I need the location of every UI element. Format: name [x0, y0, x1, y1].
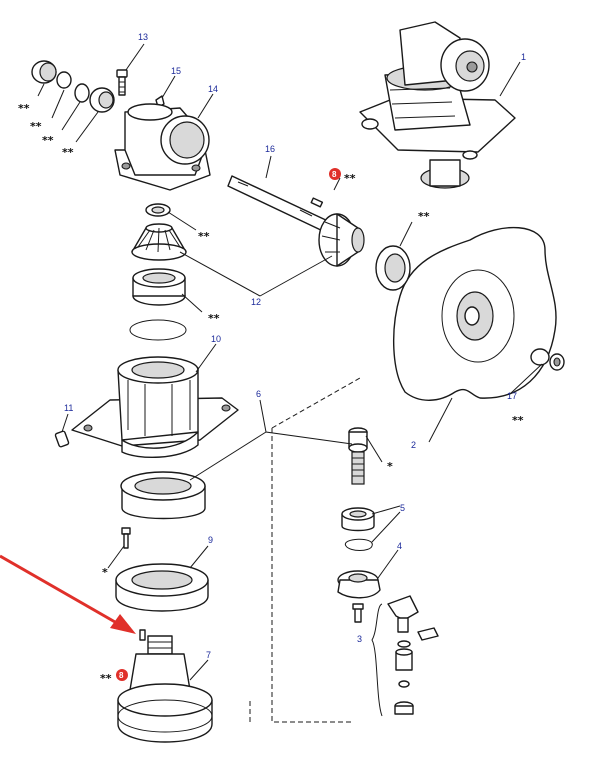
o-ring: [129, 319, 187, 341]
callout-7: 7: [206, 650, 211, 660]
part-3-safety-device: [371, 595, 439, 717]
part-2-cutter-disc: [393, 226, 557, 401]
mark-double: **: [512, 414, 524, 427]
asterisk-marks: ** ** ** ** ** ** ** ** ** ** * *: [18, 102, 524, 685]
leader-lines: [37, 43, 543, 681]
part-7-hub: [117, 635, 213, 743]
mark-single: *: [387, 460, 393, 473]
mark-double: **: [344, 172, 356, 185]
badge-8-lower: 8: [119, 671, 124, 680]
bolt-left-star: [121, 527, 131, 549]
part-13-bolt: [116, 69, 128, 96]
highlight-badge-upper: 8: [329, 168, 341, 180]
callout-15: 15: [171, 66, 181, 76]
callout-1: 1: [521, 52, 526, 62]
callout-12: 12: [251, 297, 261, 307]
callout-11: 11: [64, 403, 73, 413]
mark-double: **: [418, 210, 430, 223]
callout-numbers: 13 15 14 16 1 2 17 12 10 11 6 9 7 5 4 3: [64, 32, 526, 660]
callout-16: 16: [265, 144, 275, 154]
part-1-gearbox-assembly: [359, 21, 516, 189]
mark-double: **: [100, 672, 112, 685]
callout-10: 10: [211, 334, 221, 344]
part-10-lower-housing: [71, 356, 239, 459]
mark-double: **: [198, 230, 210, 243]
seal-bearing-stack-left: [31, 60, 115, 113]
callout-9: 9: [208, 535, 213, 545]
part-17-nut-washer: [530, 348, 565, 371]
badge-8-upper: 8: [332, 170, 337, 179]
mark-single: *: [102, 566, 108, 579]
callout-5: 5: [400, 503, 405, 513]
callout-4: 4: [397, 541, 402, 551]
callout-14: 14: [208, 84, 218, 94]
part-11-plug: [54, 430, 70, 448]
mark-double: **: [30, 120, 42, 133]
part-12-bevel-gear-side: [318, 213, 365, 267]
mark-double: **: [18, 102, 30, 115]
callout-13: 13: [138, 32, 148, 42]
assembly-boundary-lines: [249, 377, 361, 723]
callout-2: 2: [411, 440, 416, 450]
part-8-key-upper: [310, 197, 324, 208]
part-9-bearing: [115, 563, 209, 612]
part-4-pinion-holder: [337, 570, 381, 623]
part-6-pinion: [348, 427, 368, 485]
red-pointer-arrow: [0, 554, 136, 634]
callout-17: 17: [507, 391, 517, 401]
callout-3: 3: [357, 634, 362, 644]
highlight-badge-lower: 8: [116, 669, 128, 681]
bearing-right: [375, 245, 411, 291]
part-8-key-lower: [139, 629, 146, 641]
part-14-angle-housing: [114, 103, 211, 191]
part-6-internal-ring: [120, 471, 206, 520]
mark-double: **: [62, 146, 74, 159]
bearing-left-column: [132, 268, 186, 306]
mark-double: **: [42, 134, 54, 147]
part-5-bearing-circlip: [341, 507, 375, 551]
mark-double: **: [208, 312, 220, 325]
part-12-bevel-gear-pinion: [131, 203, 187, 261]
callout-6: 6: [256, 389, 261, 399]
